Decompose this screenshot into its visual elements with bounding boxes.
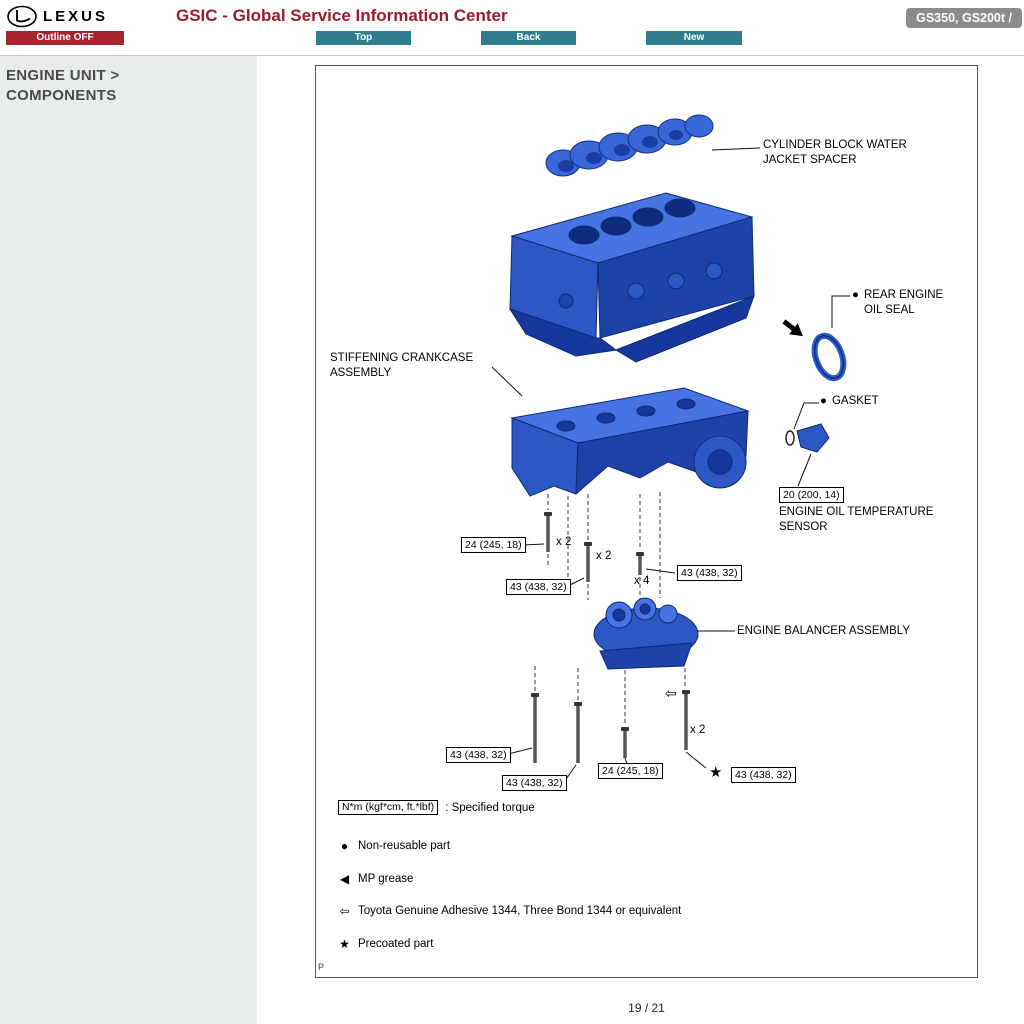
- mp-grease-arrow-icon: ◀: [339, 872, 350, 886]
- torque-43-top-right: 43 (438, 32): [677, 565, 742, 581]
- non-reusable-bullet-icon: ●: [340, 839, 349, 853]
- lexus-logo: LEXUS: [6, 5, 108, 28]
- label-rear-oil-seal: ● REAR ENGINE OIL SEAL: [852, 289, 944, 316]
- label-crankcase: STIFFENING CRANKCASE ASSEMBLY: [330, 352, 474, 379]
- legend-non-reusable: ● Non-reusable part: [338, 839, 450, 853]
- legend-torque: N*m (kgf*cm, ft.*lbf) : Specified torque: [338, 800, 535, 815]
- torque-43-top-left: 43 (438, 32): [506, 579, 571, 595]
- new-button[interactable]: New: [646, 31, 742, 45]
- qty-x2-a: x 2: [556, 536, 572, 548]
- qty-x2-b: x 2: [596, 550, 612, 562]
- label-water-jacket-spacer: CYLINDER BLOCK WATER JACKET SPACER: [763, 139, 907, 166]
- brand-text: LEXUS: [43, 8, 109, 25]
- top-button[interactable]: Top: [316, 31, 411, 45]
- non-reusable-bullet-icon: ●: [852, 289, 859, 301]
- breadcrumb-heading: ENGINE UNIT > COMPONENTS: [6, 67, 120, 104]
- outline-off-button[interactable]: Outline OFF: [6, 31, 124, 45]
- page-indicator: 19 / 21: [628, 1001, 665, 1015]
- torque-43-bottom-b: 43 (438, 32): [502, 775, 567, 791]
- components-diagram: ⇦ CYLINDER BLOCK WATER JACKET SPA: [315, 65, 978, 978]
- legend-precoated: ★ Precoated part: [339, 937, 434, 951]
- engine-exploded-illustration: ⇦: [491, 114, 850, 783]
- label-gasket: ● GASKET: [820, 395, 879, 407]
- cylinder-block-shape: [508, 192, 755, 363]
- torque-24-bottom: 24 (245, 18): [598, 763, 663, 779]
- gasket-shape: [785, 430, 795, 446]
- label-balancer: ENGINE BALANCER ASSEMBLY: [737, 625, 910, 637]
- water-jacket-spacer-detail: [558, 130, 683, 172]
- legend-mp-grease: ◀ MP grease: [339, 872, 414, 886]
- sidebar: ENGINE UNIT > COMPONENTS: [0, 55, 257, 1024]
- leader-lines: [491, 147, 850, 783]
- balancer-shape: [593, 597, 699, 670]
- adhesive-arrow-icon: ⇦: [339, 904, 350, 918]
- assembly-dashed-lines: [534, 492, 686, 725]
- torque-sensor: 20 (200, 14): [779, 487, 844, 503]
- mp-grease-arrow-icon: [782, 319, 803, 337]
- torque-43-bottom-star: 43 (438, 32): [731, 767, 796, 783]
- torque-43-bottom-a: 43 (438, 32): [446, 747, 511, 763]
- legend-adhesive: ⇦ Toyota Genuine Adhesive 1344, Three Bo…: [339, 904, 682, 918]
- oil-temp-sensor-shape: [796, 423, 830, 453]
- model-badge: GS350, GS200t /: [906, 8, 1022, 28]
- back-button[interactable]: Back: [481, 31, 576, 45]
- torque-24-top: 24 (245, 18): [461, 537, 526, 553]
- adhesive-arrow-icon: ⇦: [665, 685, 677, 701]
- precoated-star-icon: ★: [339, 937, 350, 951]
- qty-x2-c: x 2: [690, 724, 706, 736]
- qty-x4: x 4: [634, 575, 650, 587]
- precoated-star-icon: ★: [709, 764, 723, 781]
- label-oil-temp-sensor: ENGINE OIL TEMPERATURE SENSOR: [779, 506, 934, 533]
- legend-torque-box: N*m (kgf*cm, ft.*lbf): [338, 800, 439, 815]
- bolts: [531, 512, 690, 763]
- non-reusable-bullet-icon: ●: [820, 395, 827, 407]
- rear-oil-seal-shape: [811, 332, 847, 382]
- crankcase-shape: [510, 387, 750, 497]
- corner-mark: P: [318, 962, 325, 972]
- lexus-logo-icon: [7, 5, 37, 28]
- page-title: GSIC - Global Service Information Center: [176, 6, 508, 25]
